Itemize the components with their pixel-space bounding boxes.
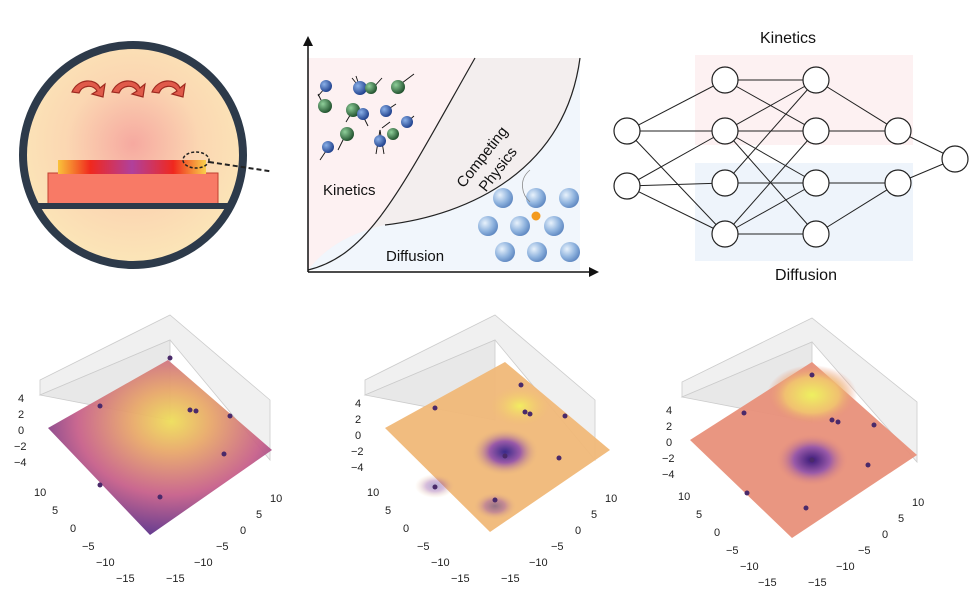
reactor-illustration xyxy=(0,0,303,280)
right-tick: 5 xyxy=(898,513,904,525)
hidden-node xyxy=(802,169,830,197)
right-tick: −5 xyxy=(551,541,564,553)
z-tick: −2 xyxy=(662,453,675,465)
left-tick: 0 xyxy=(70,523,76,535)
z-tick: −2 xyxy=(351,446,364,458)
surface-plot-2: 4 2 0 −2 −4 10 5 0 −5 −10 −15 −15 −10 −5… xyxy=(325,300,645,600)
network-nodes xyxy=(613,66,969,248)
z-tick: 4 xyxy=(666,405,672,417)
label-kinetics: Kinetics xyxy=(323,182,376,199)
right-tick: 0 xyxy=(882,529,888,541)
right-tick: −15 xyxy=(501,573,520,585)
right-tick: 10 xyxy=(270,493,282,505)
right-tick: −5 xyxy=(858,545,871,557)
z-tick: 0 xyxy=(666,437,672,449)
surface-plot-1: 4 2 0 −2 −4 10 5 0 −5 −10 −15 −15 −10 −5… xyxy=(0,300,320,600)
neural-network-diagram: Kinetics Diffusion xyxy=(600,20,976,290)
right-tick: −15 xyxy=(808,577,827,589)
right-tick: 10 xyxy=(912,497,924,509)
left-tick: 10 xyxy=(678,491,690,503)
left-tick: −15 xyxy=(451,573,470,585)
z-tick: 4 xyxy=(18,393,24,405)
left-tick: 0 xyxy=(714,527,720,539)
z-tick: −2 xyxy=(14,441,27,453)
left-tick: 5 xyxy=(385,505,391,517)
network-label-diffusion: Diffusion xyxy=(775,267,837,284)
hidden-node xyxy=(711,220,739,248)
stage-bar xyxy=(38,203,228,209)
z-tick: −4 xyxy=(14,457,27,469)
y-axis-arrow-icon xyxy=(303,36,313,46)
kinetics-particles-icon xyxy=(317,73,415,161)
diffusion-lattice-icon xyxy=(478,169,580,262)
rotation-arrows-icon xyxy=(71,80,186,98)
z-tick: 0 xyxy=(18,425,24,437)
z-tick: −4 xyxy=(662,469,675,481)
left-tick: 5 xyxy=(52,505,58,517)
z-tick: 0 xyxy=(355,430,361,442)
chamber-circle xyxy=(19,41,247,269)
sample-points xyxy=(97,355,233,500)
output-node xyxy=(941,145,969,173)
substrate-block xyxy=(47,172,219,206)
heated-film xyxy=(58,160,206,174)
left-tick: −5 xyxy=(417,541,430,553)
left-tick: −15 xyxy=(758,577,777,589)
right-tick: −10 xyxy=(194,557,213,569)
left-tick: −10 xyxy=(740,561,759,573)
hidden-node xyxy=(711,66,739,94)
input-node xyxy=(613,117,641,145)
left-tick: −15 xyxy=(116,573,135,585)
right-tick: −15 xyxy=(166,573,185,585)
left-tick: 5 xyxy=(696,509,702,521)
hidden-node xyxy=(711,169,739,197)
right-tick: 10 xyxy=(605,493,617,505)
left-tick: −5 xyxy=(82,541,95,553)
x-axis-arrow-icon xyxy=(589,267,599,277)
left-tick: −5 xyxy=(726,545,739,557)
z-tick: −4 xyxy=(351,462,364,474)
right-tick: 0 xyxy=(575,525,581,537)
surface-mesh xyxy=(48,360,272,535)
input-node xyxy=(613,172,641,200)
boundary-line-2 xyxy=(384,57,581,226)
label-diffusion: Diffusion xyxy=(386,248,444,265)
right-tick: −10 xyxy=(529,557,548,569)
sample-points xyxy=(741,372,877,511)
z-tick: 2 xyxy=(18,409,24,421)
hidden-node xyxy=(802,66,830,94)
surface-plot-3: 4 2 0 −2 −4 10 5 0 −5 −10 −15 −15 −10 −5… xyxy=(652,300,972,600)
competing-region xyxy=(308,58,580,270)
diffusion-region xyxy=(308,58,580,270)
left-tick: −10 xyxy=(431,557,450,569)
left-tick: 0 xyxy=(403,523,409,535)
sample-points xyxy=(432,382,568,503)
z-tick: 4 xyxy=(355,398,361,410)
boundary-line-1 xyxy=(307,57,476,271)
network-label-kinetics: Kinetics xyxy=(760,30,816,47)
left-tick: 10 xyxy=(367,487,379,499)
right-tick: 5 xyxy=(256,509,262,521)
right-tick: 0 xyxy=(240,525,246,537)
hidden-node xyxy=(802,220,830,248)
left-tick: −10 xyxy=(96,557,115,569)
zoom-region xyxy=(182,151,210,169)
hidden-node xyxy=(711,117,739,145)
hidden-node xyxy=(884,169,912,197)
right-tick: −5 xyxy=(216,541,229,553)
z-tick: 2 xyxy=(666,421,672,433)
right-tick: −10 xyxy=(836,561,855,573)
hidden-node xyxy=(802,117,830,145)
regime-diagram: Kinetics Diffusion Competing Physics xyxy=(290,30,610,280)
z-tick: 2 xyxy=(355,414,361,426)
hidden-node xyxy=(884,117,912,145)
right-tick: 5 xyxy=(591,509,597,521)
left-tick: 10 xyxy=(34,487,46,499)
